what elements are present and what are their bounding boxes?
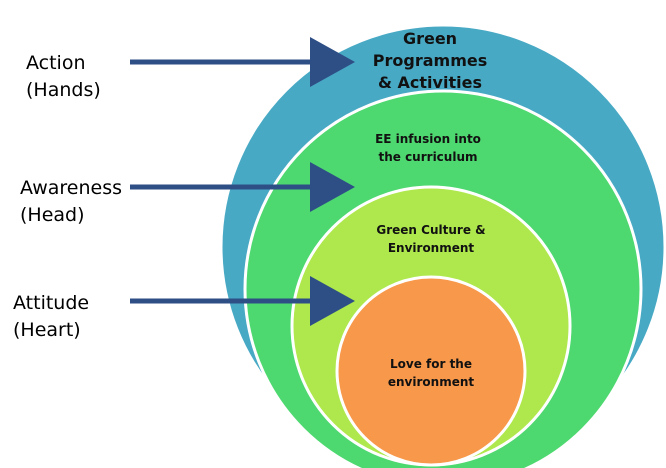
layer-label-line: Love for the (389, 357, 472, 371)
layer-label-line: & Activities (378, 73, 482, 92)
side-label-awareness: Awareness (Head) (20, 175, 122, 229)
layer-label-line: environment (387, 375, 475, 389)
inner-circle (335, 275, 527, 467)
side-label-line: (Heart) (13, 319, 81, 341)
layer-label-line: Programmes (372, 51, 488, 70)
side-label-line: (Hands) (26, 79, 101, 101)
layer-label-line: Green Culture & (376, 223, 486, 237)
side-label-attitude: Attitude (Heart) (13, 290, 89, 344)
layer-label-line: Environment (387, 241, 475, 255)
side-label-line: (Head) (20, 204, 85, 226)
outer-layer-label: Green Programmes & Activities (373, 28, 487, 94)
layer-label-line: EE infusion into (375, 132, 481, 146)
side-label-line: Awareness (20, 177, 123, 199)
side-label-action: Action (Hands) (26, 50, 101, 104)
layer-label-line: Green (402, 29, 458, 48)
side-label-line: Attitude (13, 292, 90, 314)
layer-label-line: the curriculum (378, 150, 478, 164)
side-label-line: Action (26, 52, 86, 74)
inner-layer-label: Love for the environment (388, 355, 474, 391)
third-layer-label: Green Culture & Environment (376, 221, 485, 257)
second-layer-label: EE infusion into the curriculum (375, 130, 481, 166)
